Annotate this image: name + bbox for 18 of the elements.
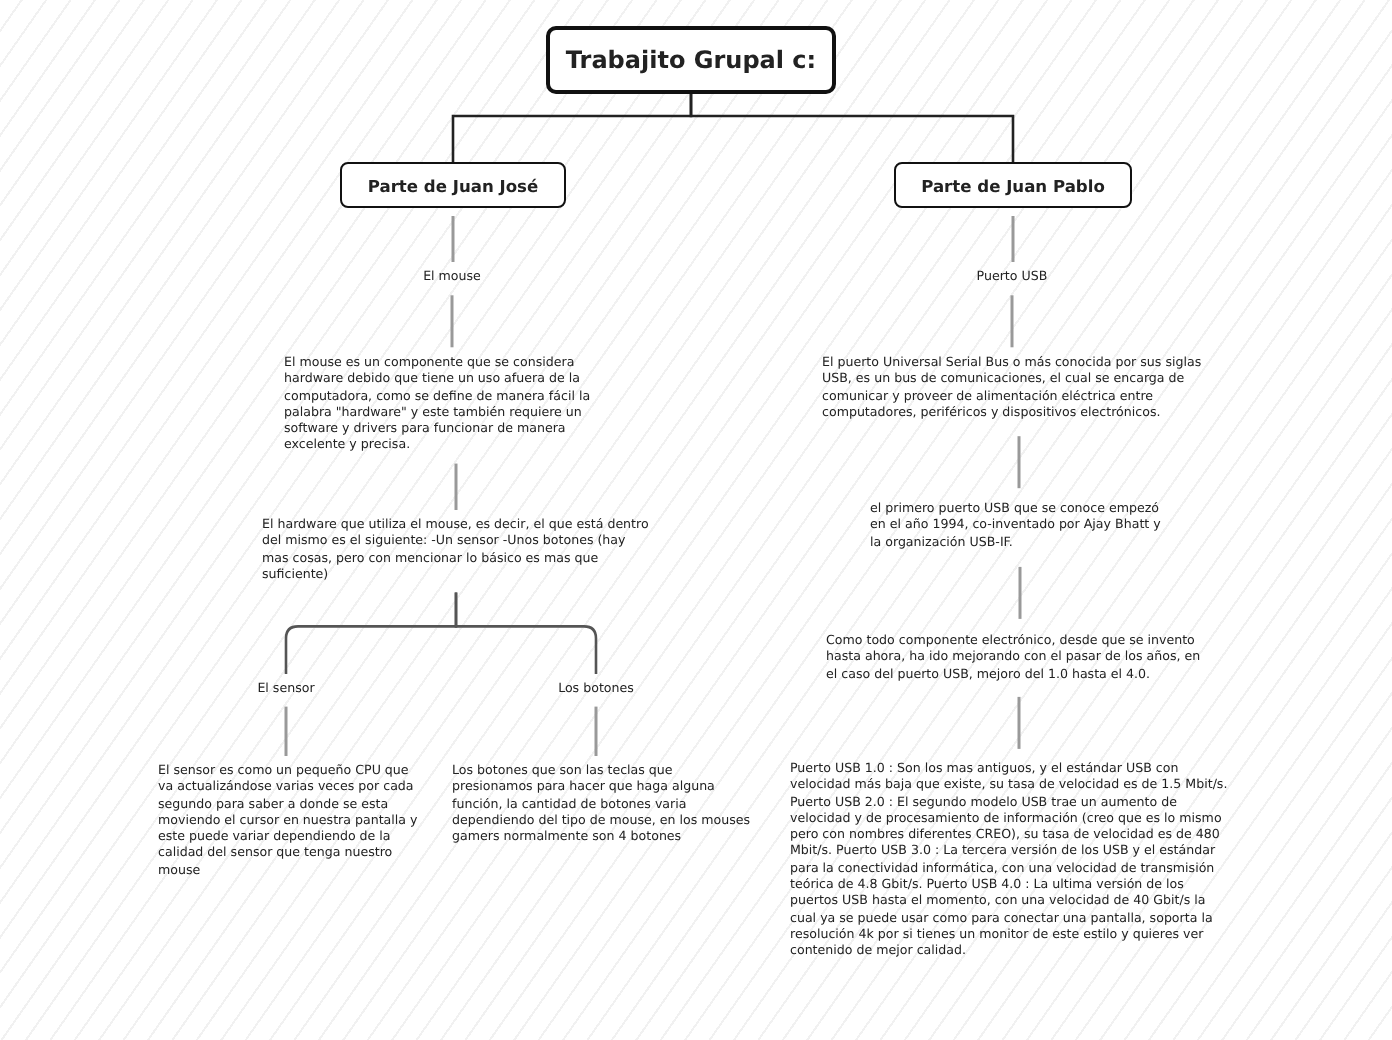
connector-line — [1017, 436, 1021, 489]
connector-line — [451, 216, 455, 262]
connector-line — [689, 94, 1015, 162]
connector-line — [1017, 696, 1021, 749]
connector-line — [594, 706, 598, 756]
connector-line — [1011, 216, 1015, 262]
connector-line — [450, 295, 454, 348]
connector-line — [454, 592, 598, 674]
connector-line — [1018, 566, 1022, 619]
connector-line — [454, 463, 458, 510]
section-box — [340, 162, 566, 208]
node-label: Parte de Juan José — [367, 175, 539, 195]
section-box — [894, 162, 1132, 208]
connector-line — [1010, 295, 1014, 348]
node-label: Parte de Juan Pablo — [921, 175, 1105, 195]
connector-line — [284, 706, 288, 756]
node-label: Trabajito Grupal c: — [565, 46, 817, 74]
title-box — [546, 26, 836, 94]
